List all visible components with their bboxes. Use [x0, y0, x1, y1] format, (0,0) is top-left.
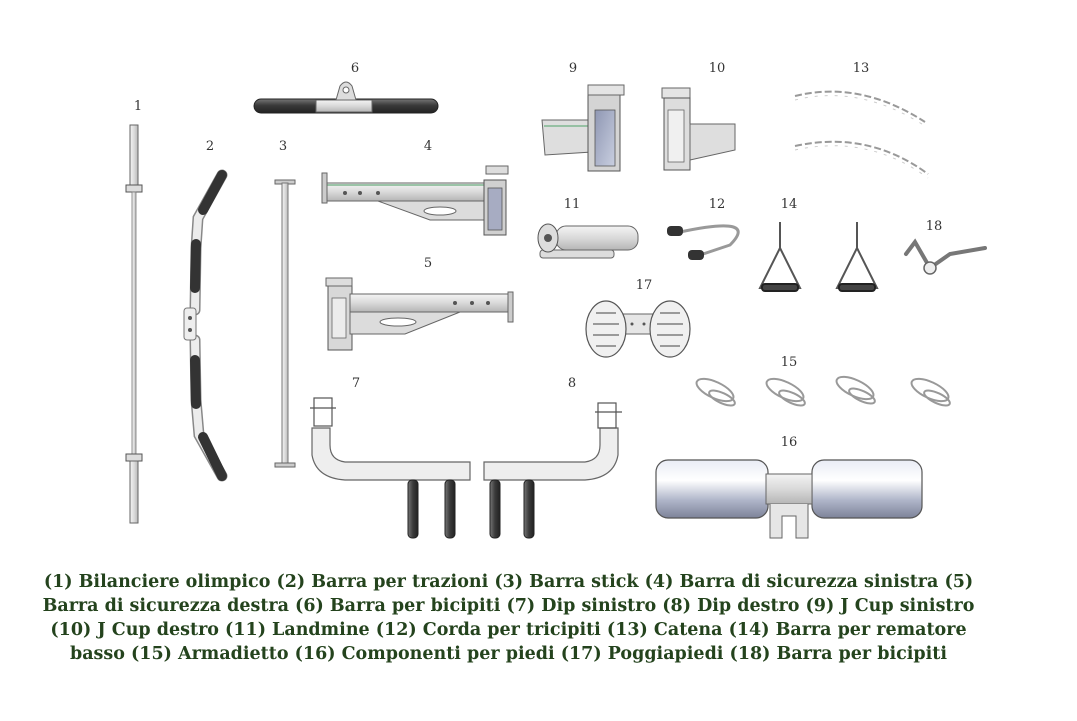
- left-safety-bar: [321, 165, 509, 236]
- triceps-rope: [667, 224, 740, 260]
- label-2: 2: [206, 139, 214, 154]
- biceps-bar-straight: [253, 81, 439, 114]
- left-dip-bar: [310, 397, 471, 539]
- label-14: 14: [781, 197, 798, 212]
- stick-bar: [274, 179, 296, 468]
- spring-clips: [695, 375, 951, 407]
- caption-line: (10) J Cup destro (11) Landmine (12) Cor…: [50, 620, 967, 640]
- caption-line: Barra di sicurezza destra (6) Barra per …: [42, 596, 975, 616]
- j-cup-right: [661, 87, 736, 171]
- label-10: 10: [709, 61, 726, 76]
- foot-rest: [585, 300, 691, 358]
- j-cup-left: [541, 84, 625, 172]
- foot-roller-component: [655, 459, 923, 539]
- caption-line: (1) Bilanciere olimpico (2) Barra per tr…: [43, 572, 974, 592]
- biceps-bar-curved: [904, 238, 987, 275]
- label-15: 15: [781, 355, 798, 370]
- pullup-bar: [183, 169, 228, 482]
- olympic-barbell: [125, 124, 143, 524]
- label-12: 12: [709, 197, 726, 212]
- label-18: 18: [926, 219, 943, 234]
- right-dip-bar: [483, 402, 622, 539]
- label-1: 1: [134, 99, 142, 114]
- chain: [794, 90, 929, 179]
- label-6: 6: [351, 61, 359, 76]
- label-13: 13: [853, 61, 870, 76]
- label-16: 16: [781, 435, 798, 450]
- label-8: 8: [568, 376, 576, 391]
- label-4: 4: [424, 139, 432, 154]
- equipment-diagram: 1 2 3 4 5 6 7 8 9 10 11 12 13 14 15 16 1…: [125, 61, 987, 539]
- label-3: 3: [279, 139, 287, 154]
- caption-line: basso (15) Armadietto (16) Componenti pe…: [69, 644, 948, 664]
- label-11: 11: [564, 197, 581, 212]
- label-17: 17: [636, 278, 653, 293]
- landmine: [537, 223, 639, 259]
- parts-caption: (1) Bilanciere olimpico (2) Barra per tr…: [8, 570, 1009, 666]
- label-5: 5: [424, 256, 432, 271]
- label-9: 9: [569, 61, 577, 76]
- right-safety-bar: [325, 277, 514, 351]
- low-row-handle: [758, 222, 879, 292]
- label-7: 7: [352, 376, 360, 391]
